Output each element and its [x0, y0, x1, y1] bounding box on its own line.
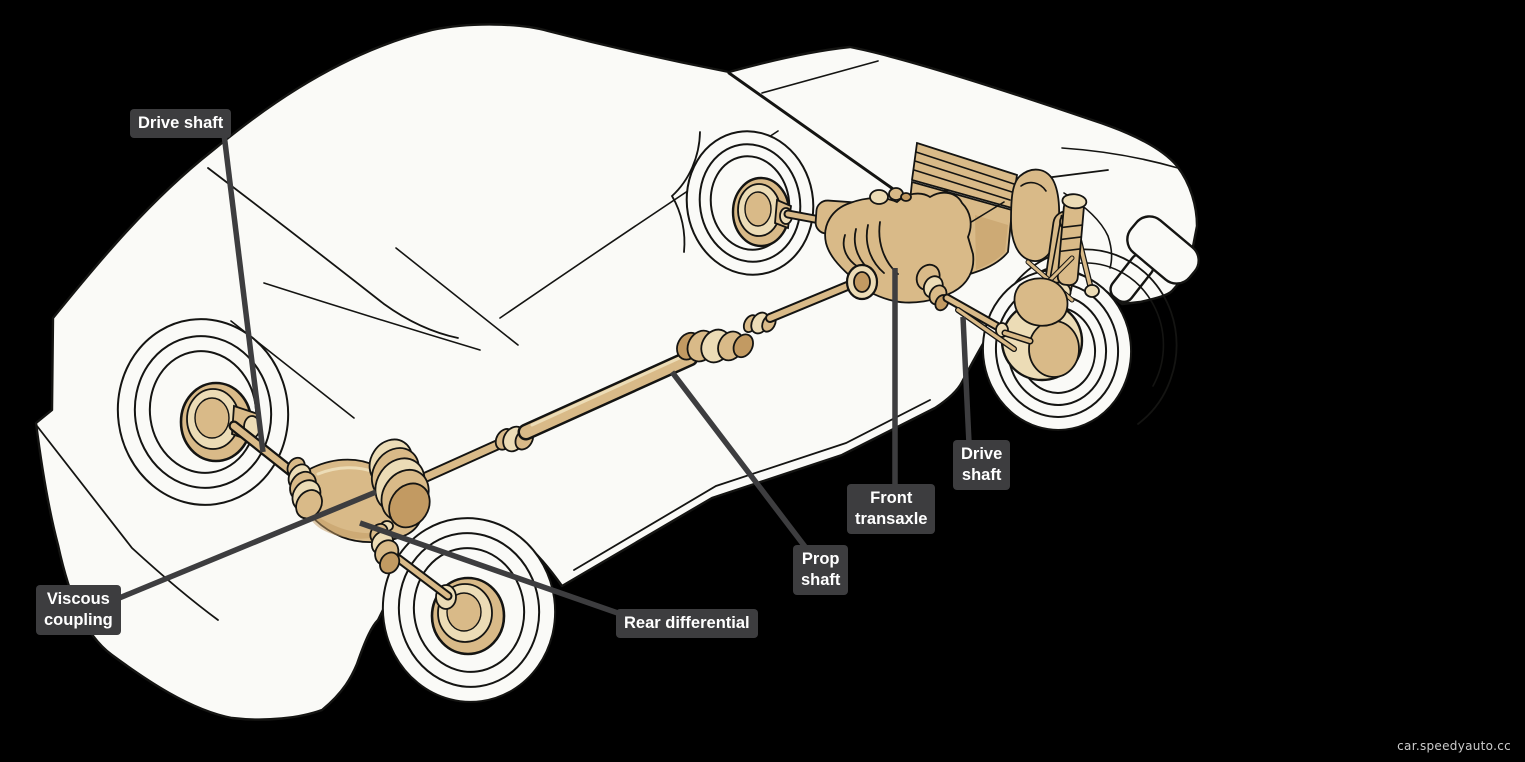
label-rear-differential-text: Rear differential [624, 614, 750, 632]
leader-prop-shaft [669, 370, 809, 550]
label-viscous-coupling-line1: Viscous [46, 590, 110, 608]
leader-rear-differential [359, 520, 633, 621]
wheel-rear-left [116, 318, 290, 506]
leader-drive-shaft-rear [221, 133, 266, 453]
hood-gap-line [1061, 147, 1179, 169]
steering-knuckle [1013, 277, 1069, 327]
label-front-transaxle-line1: Front [870, 489, 913, 507]
label-drive-shaft-front: Drive shaft [953, 440, 1011, 490]
a-pillar-line [727, 71, 905, 198]
front-right-cv-boot [915, 263, 950, 312]
hatch-glass-line [207, 167, 459, 339]
wheel-front-left [685, 130, 815, 276]
hood-rear-line [761, 60, 879, 94]
label-viscous-coupling-line2: coupling [44, 611, 113, 629]
front-drive-shaft-right [942, 293, 1034, 352]
prop-shaft-part [420, 277, 862, 483]
label-rear-differential: Rear differential [616, 609, 758, 638]
front-right-wheel-arch-outer [998, 248, 1178, 425]
air-cleaner [1010, 168, 1060, 262]
front-left-wheel-arch [670, 131, 701, 253]
label-drive-shaft-front-line2: shaft [961, 466, 1002, 484]
label-prop-shaft: Prop shaft [793, 545, 849, 595]
label-prop-shaft-line1: Prop [801, 550, 840, 568]
label-viscous-coupling: Viscous coupling [36, 585, 121, 635]
leader-lines [110, 133, 972, 621]
label-front-transaxle: Front transaxle [847, 484, 936, 534]
label-drive-shaft-front-line1: Drive [961, 445, 1003, 463]
leader-viscous-coupling [110, 489, 378, 604]
label-drive-shaft-rear: Drive shaft [130, 109, 232, 138]
label-drive-shaft-rear-text: Drive shaft [138, 114, 224, 132]
front-suspension-strut [1013, 193, 1088, 327]
front-drive-shaft-left [783, 209, 825, 225]
leader-drive-shaft-front [960, 316, 972, 444]
label-front-transaxle-line2: transaxle [855, 510, 928, 528]
c-pillar-line [395, 247, 519, 346]
viscous-coupling-part [286, 456, 323, 520]
front-bumper [1126, 215, 1200, 285]
sill-top-line [573, 399, 931, 571]
rear-bumper-crease [36, 425, 219, 621]
differential-ribs [368, 438, 431, 529]
watermark: car.speedyauto.cc [1397, 739, 1511, 753]
label-prop-shaft-line2: shaft [801, 571, 841, 589]
near-beltline [263, 282, 481, 351]
front-transaxle-part [814, 187, 975, 312]
